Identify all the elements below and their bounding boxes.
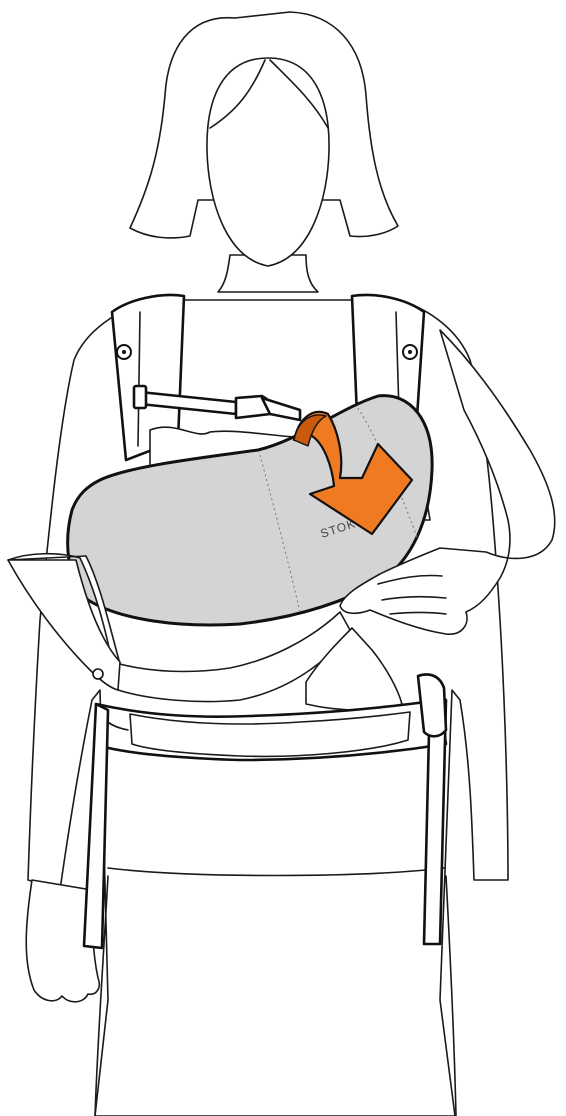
right-belt-buckle bbox=[418, 675, 446, 737]
face bbox=[207, 58, 329, 266]
left-belt-strap bbox=[84, 704, 108, 948]
